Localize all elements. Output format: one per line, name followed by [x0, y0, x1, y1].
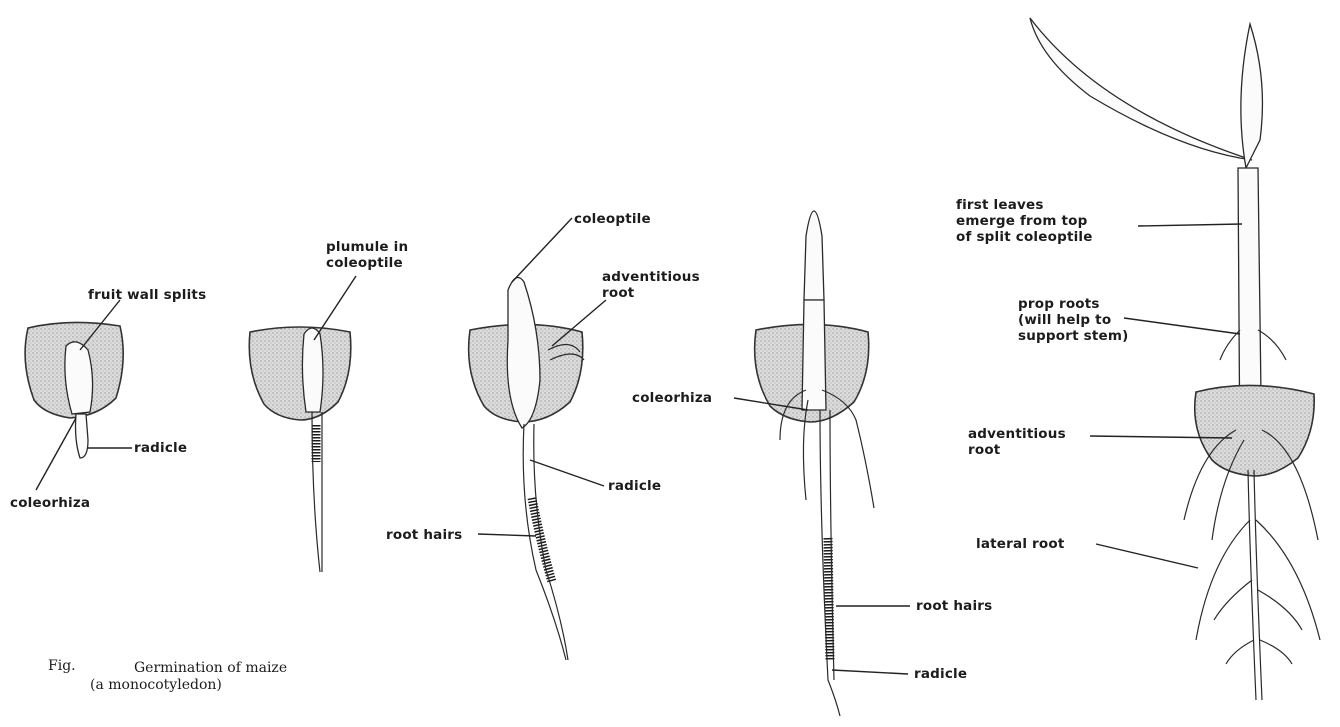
stage2-coleoptile [302, 328, 323, 412]
stage4-radicle-leader [832, 670, 908, 674]
stage3-radicle-leader [530, 460, 604, 486]
stage4-root-hairs-label: root hairs [916, 598, 992, 614]
stage1-embryo [65, 342, 93, 414]
stage3-radicle-label: radicle [608, 478, 661, 494]
stage5-leaf-upright [1241, 24, 1263, 168]
fruit-wall-splits-label: fruit wall splits [88, 287, 206, 303]
stage5-seed [1195, 385, 1314, 476]
stage4-seedling [734, 211, 910, 716]
stage2-radicle-shape [312, 412, 322, 572]
stage3-root-hair-zone [532, 498, 552, 582]
stage3-seedling [469, 218, 606, 660]
stage3-adventitious-root-label: adventitious root [602, 269, 700, 301]
stage1-radicle-label: radicle [134, 440, 187, 456]
lateral-root-label: lateral root [976, 536, 1065, 552]
figure-caption-fig: Fig. [48, 658, 76, 674]
prop-roots-label: prop roots (will help to support stem) [1018, 296, 1129, 344]
stage4-stem [802, 300, 826, 410]
figure-caption-subtitle: (a monocotyledon) [90, 677, 222, 693]
stage5-lateral-root-leader [1096, 544, 1198, 568]
first-leaves-label: first leaves emerge from top of split co… [956, 197, 1093, 245]
stage4-root-hair-zone [828, 538, 830, 660]
stage1-seedling [25, 300, 132, 490]
stage2-seed [249, 327, 351, 420]
stage5-main-root-system [1196, 470, 1320, 700]
stage4-coleoptile [804, 211, 824, 300]
stage5-leaf-curved [1030, 18, 1252, 160]
plumule-in-coleoptile-label: plumule in coleoptile [326, 239, 408, 271]
figure-caption-title: Germination of maize [134, 660, 287, 676]
stage1-coleorhiza-label: coleorhiza [10, 495, 90, 511]
stage1-radicle-shape [76, 414, 89, 458]
stage5-adventitious-root-label: adventitious root [968, 426, 1066, 458]
stage3-root-hairs-label: root hairs [386, 527, 462, 543]
stage3-coleoptile-label: coleoptile [574, 211, 651, 227]
stage3-root-hairs-leader [478, 534, 536, 536]
stage5-seedling [1030, 18, 1320, 700]
stage1-coleorhiza-leader [36, 418, 76, 490]
stage3-coleoptile-leader [512, 218, 572, 282]
stage2-seedling [249, 276, 356, 572]
stage4-coleorhiza-label: coleorhiza [632, 390, 712, 406]
stage3-coleoptile-shape [507, 278, 540, 429]
stage4-radicle-label: radicle [914, 666, 967, 682]
stage5-first-leaves-leader [1138, 224, 1242, 226]
stage5-prop-roots-leader [1124, 318, 1240, 334]
